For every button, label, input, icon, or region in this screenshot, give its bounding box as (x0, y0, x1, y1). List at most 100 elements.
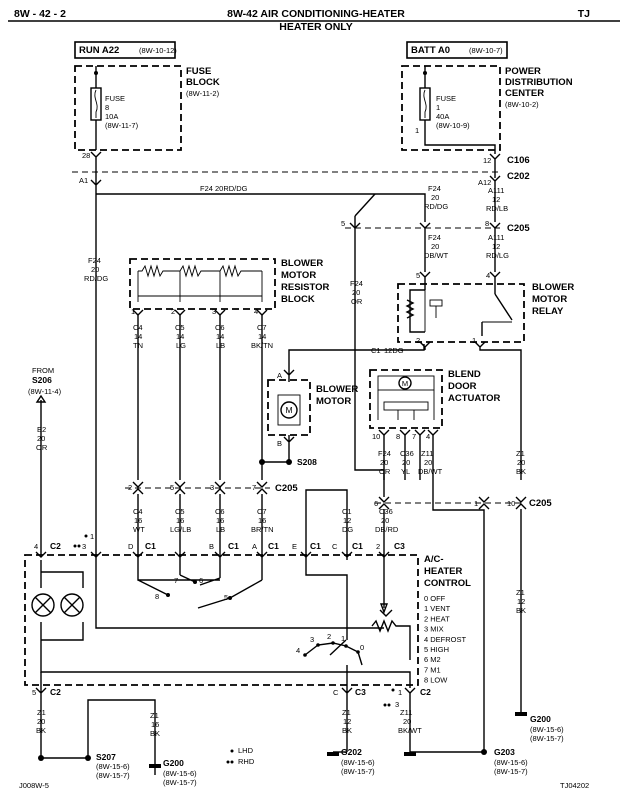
c205-mid-pin-7: 7 (252, 483, 256, 492)
c202-pin-a1: A1 (79, 176, 88, 185)
mode-sw-dot-3 (316, 643, 320, 647)
motor-name-1: BLOWER (316, 384, 358, 395)
pot-wiring (371, 560, 411, 660)
motor-symbol (280, 401, 298, 419)
z1-right-label-3: BK (516, 606, 526, 615)
z1-relay-label-2: 20 (517, 458, 525, 467)
ctrl-top-pin-c: C (332, 542, 338, 551)
c7b-label-1: C7 (257, 507, 267, 516)
c36w-label-2: 20 (381, 516, 389, 525)
c5-label-1: C5 (175, 323, 185, 332)
run-source-label: RUN A22 (79, 45, 119, 56)
motor-top-connector (283, 360, 295, 382)
fuse-block-node (94, 71, 98, 75)
resistor-block-name-2: MOTOR (281, 270, 316, 281)
ctrl-top-con-c2a: C2 (50, 541, 61, 551)
ctrl-bot-dot-1 (391, 688, 395, 692)
c6b-label-1: C6 (215, 507, 225, 516)
control-name-1: A/C- (424, 554, 444, 565)
relay-pin-1: 1 (472, 336, 476, 345)
c36-blend-label-2: 20 (402, 458, 410, 467)
a12-connector (489, 175, 501, 200)
pdc-outline (401, 65, 501, 151)
relay-coil-box (429, 299, 443, 307)
c5-label-3: LG (176, 341, 186, 350)
pdc-pin: 1 (415, 126, 419, 135)
from-s206-1: FROM (32, 366, 54, 375)
fuse-8-label-4: (8W-11-7) (105, 121, 139, 130)
lamp-wiring (40, 560, 411, 688)
motor-name-2: MOTOR (316, 396, 351, 407)
c106-pin: 12 (483, 156, 491, 165)
fuse-1-label-3: 40A (436, 112, 449, 121)
f24-run-label-3: RD/DG (84, 274, 108, 283)
control-position-4: 4 DEFROST (424, 635, 467, 644)
resistor-pin-3: 3 (212, 307, 216, 316)
c106-label: C106 (507, 155, 530, 166)
lhd-label: LHD (238, 746, 254, 755)
f24-a-label-3: RD/DG (424, 202, 448, 211)
fuse-block-name-1: FUSE (186, 66, 211, 77)
ctrl-bot-dot-3 (383, 703, 387, 707)
footer-left: J008W-5 (19, 781, 49, 790)
ctrl-bot-con-c2a: C2 (50, 687, 61, 697)
control-position-6: 6 M2 (424, 655, 441, 664)
blend-pin-8: 8 (396, 432, 400, 441)
f24-run-label-2: 20 (91, 265, 99, 274)
motor-pin-a: A (277, 371, 282, 380)
s208-dot-1 (259, 459, 265, 465)
c205-right-pin-6: 6 (374, 499, 378, 508)
a111-a-label-1: A111 (488, 186, 504, 195)
mode-sw-dot-0 (356, 650, 360, 654)
c202-label: C202 (507, 171, 530, 182)
c7b-label-2: 16 (258, 516, 266, 525)
c4-label-1: C4 (133, 323, 143, 332)
motor-frame (277, 394, 301, 426)
f24-a-label-2: 20 (431, 193, 439, 202)
f24-top-label: F24 20RD/DG (200, 184, 248, 193)
c205-right-pin-10: 10 (507, 499, 515, 508)
blend-name-1: BLEND (448, 369, 481, 380)
z11-g203-label-3: BK/WT (398, 726, 422, 735)
fuse-8-element (94, 89, 98, 118)
g200-right-ref-1: (8W-15-6) (530, 725, 564, 734)
ctrl-bot-dot3-pin: 3 (395, 700, 399, 709)
c205-mid-label: C205 (275, 483, 298, 494)
run-feed-wire (90, 160, 102, 560)
z1-s207-label-1: Z1 (37, 708, 46, 717)
g203-label: G203 (494, 747, 515, 757)
rhd-dot-2 (230, 760, 234, 764)
z1-g202-label-1: Z1 (342, 708, 351, 717)
g200-right-label: G200 (530, 714, 551, 724)
c4b-label-2: 16 (134, 516, 142, 525)
resistor-block-name-1: BLOWER (281, 258, 323, 269)
f24-or-label-3: OR (351, 297, 363, 306)
c5b-label-2: 16 (176, 516, 184, 525)
model-code: TJ (578, 8, 590, 20)
fan-sw-dot-1 (166, 593, 170, 597)
motor-bottom-connector (283, 435, 295, 462)
c1-left-label: C1 (371, 346, 381, 355)
z1-right-label-1: Z1 (516, 588, 525, 597)
f24-b-label-3: DB/WT (424, 251, 449, 260)
control-outline (24, 554, 419, 686)
s208-label: S208 (297, 457, 317, 467)
fuse-1-label-2: 1 (436, 103, 440, 112)
ctrl-top-pin-a: A (252, 542, 257, 551)
e2-label-3: OR (36, 443, 48, 452)
c205-top-label: C205 (507, 223, 530, 234)
ctrl-bot-pin-1: 1 (398, 688, 402, 697)
ctrl-top-connectors (35, 551, 390, 558)
a111-a-label-2: 12 (492, 195, 500, 204)
s208-dot-2 (286, 459, 292, 465)
z1-g202-label-2: 12 (343, 717, 351, 726)
c7-label-2: 14 (258, 332, 266, 341)
mode-sw-dot-4 (303, 653, 307, 657)
resistor-block-name-3: RESISTOR (281, 282, 330, 293)
fan-sw-label-5: 5 (224, 593, 228, 602)
batt-source-label: BATT A0 (411, 45, 450, 56)
relay-coil (405, 289, 425, 333)
g203-ground-symbol (404, 752, 416, 756)
fuse-1-element (423, 89, 427, 118)
